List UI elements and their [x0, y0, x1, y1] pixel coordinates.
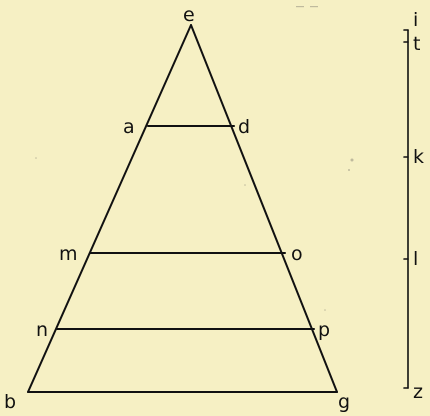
- label-n: n: [36, 319, 48, 341]
- label-b: b: [4, 391, 16, 413]
- label-d: d: [238, 116, 250, 138]
- label-t: t: [413, 33, 420, 55]
- label-g: g: [338, 391, 350, 413]
- paper-specks: [35, 6, 354, 311]
- label-o: o: [291, 243, 303, 265]
- label-i: i: [413, 9, 418, 31]
- triangle-left-side: [27, 24, 192, 393]
- label-l: l: [413, 248, 418, 270]
- label-k: k: [413, 146, 424, 168]
- label-e: e: [183, 4, 195, 26]
- label-p: p: [318, 319, 330, 341]
- label-m: m: [59, 243, 78, 265]
- label-z: z: [413, 381, 423, 403]
- triangle-right-side: [190, 24, 338, 393]
- label-a: a: [123, 116, 135, 138]
